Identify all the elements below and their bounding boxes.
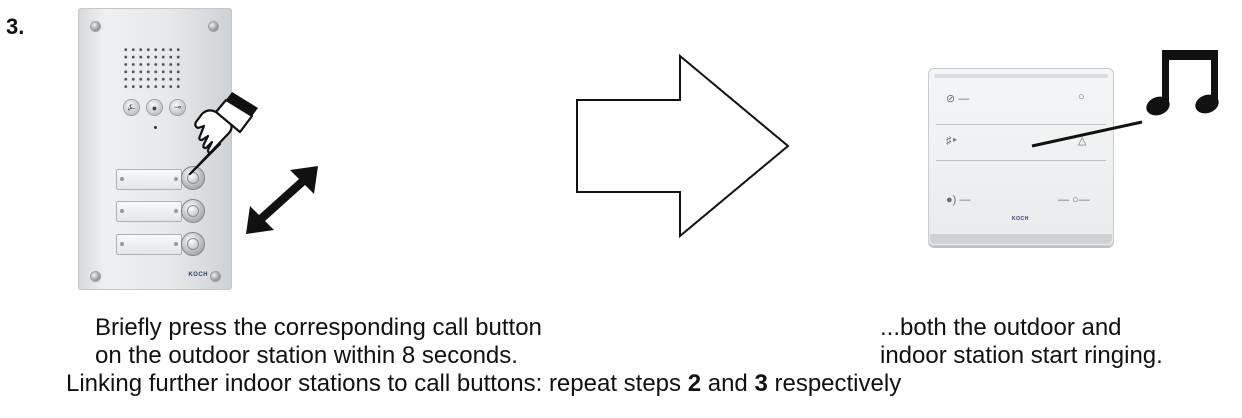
screw-top-left — [91, 22, 100, 31]
double-arrow-icon — [246, 166, 318, 234]
footer-text-before: Linking further indoor stations to call … — [66, 370, 688, 397]
volume-icon: ♯‣ — [946, 135, 958, 147]
footer-text-middle: and — [701, 370, 755, 397]
footer-step-b: 3 — [754, 370, 768, 397]
screw-top-right — [209, 22, 218, 31]
caption-right-line2: indoor station start ringing. — [880, 342, 1163, 369]
brand-logo: KOCH — [188, 272, 208, 278]
caption-left-line2: on the outdoor station within 8 seconds. — [95, 342, 518, 369]
caption-right-line1: ...both the outdoor and — [880, 314, 1122, 341]
caption-left-line1: Briefly press the corresponding call but… — [95, 314, 542, 341]
caption-right: ...both the outdoor and indoor station s… — [880, 314, 1163, 370]
divider — [936, 124, 1106, 125]
footer-step-a: 2 — [687, 370, 702, 397]
music-note-icon — [1031, 50, 1219, 148]
talk-icon: ● — [147, 100, 162, 115]
light-icon: △ — [1078, 135, 1087, 147]
name-plate — [116, 234, 182, 255]
bell-icon: ⍼ — [124, 100, 139, 115]
indoor-station: ⊘ — ○ ♯‣ △ ●) — — ○— KOCH — [928, 68, 1114, 246]
speaker-grille — [122, 46, 182, 90]
talk-icon: ●) — — [946, 194, 971, 206]
bell-off-icon: ⊘ — — [946, 93, 970, 105]
divider — [936, 160, 1106, 161]
indoor-base — [930, 234, 1112, 244]
circle-button-icon: ○ — [1078, 91, 1085, 103]
brand-logo: KOCH — [1012, 216, 1029, 222]
step-number: 3. — [6, 14, 25, 39]
indoor-top-strip — [934, 74, 1108, 78]
name-plate — [116, 169, 182, 190]
screw-bottom-right — [211, 272, 220, 281]
pointing-hand-icon — [188, 92, 258, 176]
name-plate — [116, 201, 182, 222]
footer-text-after: respectively — [767, 370, 902, 397]
call-button — [182, 200, 204, 222]
caption-left: Briefly press the corresponding call but… — [95, 314, 542, 370]
key-icon: ⊸ — [170, 100, 185, 115]
call-button — [182, 233, 204, 255]
screw-bottom-left — [91, 272, 100, 281]
door-open-key-icon: — ○— — [1058, 194, 1090, 206]
status-led — [154, 126, 157, 129]
footer-instruction: Linking further indoor stations to call … — [66, 370, 901, 398]
right-arrow-icon — [576, 54, 790, 239]
